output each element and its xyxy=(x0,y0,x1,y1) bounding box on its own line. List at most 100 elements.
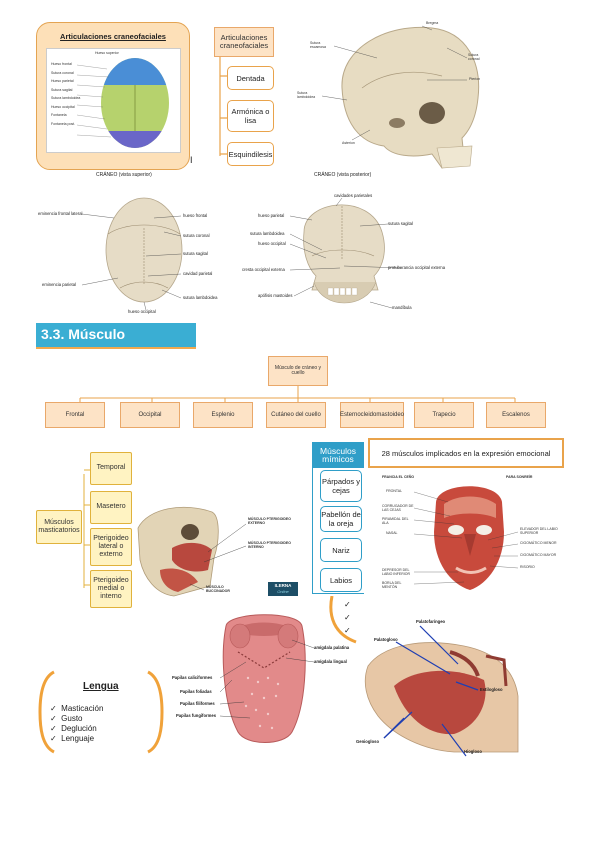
checks-bracket xyxy=(329,596,357,644)
label-hueso-parietal-post: hueso parietal xyxy=(258,213,285,218)
brand-badge: ILERNA Online xyxy=(268,582,298,596)
section-heading-bar: 3.3. Músculo xyxy=(36,323,196,349)
label-sutura-sagital-sup: sutura sagital xyxy=(183,251,208,256)
label-eminencia-frontal: eminencia frontal lateral xyxy=(38,211,83,216)
skull-lateral-figure: Bregma Sutura escamosa Sutura coronal Pt… xyxy=(292,18,492,176)
mimico-nariz: Nariz xyxy=(320,538,362,562)
skull-jaw-muscles-image xyxy=(137,506,247,597)
lengua-item: ✓ Lenguaje xyxy=(50,734,95,743)
slide-title: Hueso superior xyxy=(95,51,119,55)
tree-child-trapecio: Trapecio xyxy=(414,402,474,428)
tree-child-occipital: Occipital xyxy=(120,402,180,428)
label-papilas-foliadas: Papilas foliadas xyxy=(180,689,212,694)
label-cavidades-parietales: cavidades parietales xyxy=(334,193,373,198)
label-hueso-occipital-post: hueso occipital xyxy=(258,241,286,246)
label-papilas-filiformes: Papilas filiformes xyxy=(180,701,215,706)
lengua-item: ✓ Masticación xyxy=(50,704,104,713)
slide-labels: Hueso frontal Sutura coronal Hueso parie… xyxy=(51,62,81,126)
label-sutura-lambdoidea: Sutura lambdoidea xyxy=(297,91,316,99)
label-pterigoideo-externo: MÚSCULO PTERIGOIDEO EXTERNO xyxy=(248,517,291,525)
tree-child-escalenos: Escalenos xyxy=(486,402,546,428)
label-palatogloso: Palatogloso xyxy=(374,637,398,642)
skull-lateral-image xyxy=(321,25,480,169)
diagram-item-armonica: Armónica o lisa xyxy=(227,100,274,132)
cursor-mark: I xyxy=(190,155,193,165)
check-3: ✓ xyxy=(344,626,351,635)
skull-superior-image xyxy=(81,197,183,311)
skull-top-egg-image xyxy=(76,58,169,148)
lengua-item: ✓ Deglución xyxy=(50,724,97,733)
card-title: Articulaciones craneofaciales xyxy=(60,32,166,41)
label-cavidad-parietal: cavidad parietal xyxy=(183,271,213,276)
tongue-muscles-image xyxy=(364,625,519,757)
label-apofisis-mastoides: apófisis mastoides xyxy=(258,293,293,298)
label-buccinador: MÚSCULO BUCCINADOR xyxy=(206,585,230,593)
check-2: ✓ xyxy=(344,613,351,622)
masticadores-image: MÚSCULO PTERIGOIDEO EXTERNO MÚSCULO PTER… xyxy=(134,500,314,610)
expresion-face-figure: FRANCIA EL CEÑO PARA SONREÍR FRONTAL COR… xyxy=(378,472,560,600)
label-amigdala-lingual: amígdala lingual xyxy=(314,659,347,664)
masticador-temporal: Temporal xyxy=(90,452,132,485)
tree-connectors xyxy=(79,384,516,402)
posterior-title: CRÁNEO (vista posterior) xyxy=(314,172,372,178)
label-sutura-coronal-sup: sutura coronal xyxy=(183,233,210,238)
superior-title: CRÁNEO (vista superior) xyxy=(96,172,152,178)
label-hueso-occipital-sup: hueso occipital xyxy=(128,309,156,314)
masticador-pterigoideo-medial: Pterigoideo medial o interno xyxy=(90,570,132,608)
label-hiogloso: Hiogloso xyxy=(464,749,482,754)
lengua-item: ✓ Gusto xyxy=(50,714,83,723)
mimicos-title-box: Músculos mímicos xyxy=(312,442,364,468)
tongue-image xyxy=(219,614,315,743)
tongue-muscles-figure: Palatofaríngeo Palatogloso Estilogloso G… xyxy=(354,616,530,760)
label-pterigoideo-interno: MÚSCULO PTERIGOIDEO INTERNO xyxy=(248,541,291,549)
masticadores-label: Músculos masticatorios xyxy=(36,510,82,544)
label-pterion: Pterion xyxy=(469,77,481,81)
label-sutura-coronal: Sutura coronal xyxy=(468,53,480,61)
label-asterion: Asterion xyxy=(342,141,355,145)
label-sutura-escamosa: Sutura escamosa xyxy=(310,41,326,49)
label-sutura-sagital-post: sutura sagital xyxy=(388,221,413,226)
label-estilogloso: Estilogloso xyxy=(480,687,503,692)
label-sutura-lambdoidea-sup: sutura lambdoidea xyxy=(183,295,218,300)
mimico-parpados: Párpados y cejas xyxy=(320,470,362,502)
section-heading: 3.3. Músculo xyxy=(41,326,126,342)
label-cresta-occipital: cresta occipital externa xyxy=(242,267,285,272)
label-amigdala-palatina: amígdala palatina xyxy=(314,645,350,650)
articulaciones-card: Articulaciones craneofaciales Hueso supe… xyxy=(36,22,190,170)
masticadores-connectors xyxy=(83,469,92,588)
label-protuberancia: protuberancia occipital externa xyxy=(388,265,446,270)
check-1: ✓ xyxy=(344,600,351,609)
card-slide: Hueso superior Hueso frontal Sutura coro… xyxy=(46,48,181,153)
tongue-figure: Papilas caliciformes Papilas foliadas Pa… xyxy=(168,606,368,752)
diagram-title-box: Articulaciones craneofaciales xyxy=(214,27,274,57)
tree-child-esternocleidomastoideo: Esternocleidomastoideo xyxy=(340,402,404,428)
superior-view-figure: CRÁNEO (vista superior) eminencia fronta… xyxy=(36,172,241,317)
diagram-connectors xyxy=(219,44,230,156)
lengua-brackets xyxy=(38,670,164,754)
label-sutura-lambdoidea-post: sutura lambdoidea xyxy=(250,231,285,236)
mimico-pabellon: Pabellón de la oreja xyxy=(320,506,362,532)
label-hueso-frontal: hueso frontal xyxy=(183,213,208,218)
skull-posterior-image xyxy=(289,197,403,309)
label-papilas-caliciformes: Papilas caliciformes xyxy=(172,675,213,680)
lengua-title: Lengua xyxy=(83,681,119,692)
label-eminencia-parietal: eminencia parietal xyxy=(42,282,76,287)
masticador-masetero: Masetero xyxy=(90,491,132,524)
mimicos-panel xyxy=(312,466,364,594)
face-muscles-image xyxy=(413,486,519,590)
expresion-title-box: 28 músculos implicados en la expresión e… xyxy=(368,438,564,468)
label-bregma: Bregma xyxy=(426,21,439,25)
label-geniogloso: Geniogloso xyxy=(356,739,380,744)
tree-root: Músculo de cráneo y cuello xyxy=(268,356,328,386)
posterior-view-figure: CRÁNEO (vista posterior) cavidades parie… xyxy=(242,172,464,317)
tree-child-frontal: Frontal xyxy=(45,402,105,428)
left-header: FRANCIA EL CEÑO xyxy=(382,475,415,479)
diagram-item-esquindilesis: Esquindilesis xyxy=(227,142,274,166)
label-mandibula: mandíbula xyxy=(392,305,412,310)
tree-child-esplenio: Esplenio xyxy=(193,402,253,428)
label-papilas-fungiformes: Papilas fungiformes xyxy=(176,713,217,718)
label-palatofaringeo: Palatofaríngeo xyxy=(416,619,446,624)
mimico-labios: Labios xyxy=(320,568,362,592)
masticador-pterigoideo-lateral: Pterigoideo lateral o externo xyxy=(90,528,132,566)
tree-child-cutaneo: Cutáneo del cuello xyxy=(266,402,326,428)
